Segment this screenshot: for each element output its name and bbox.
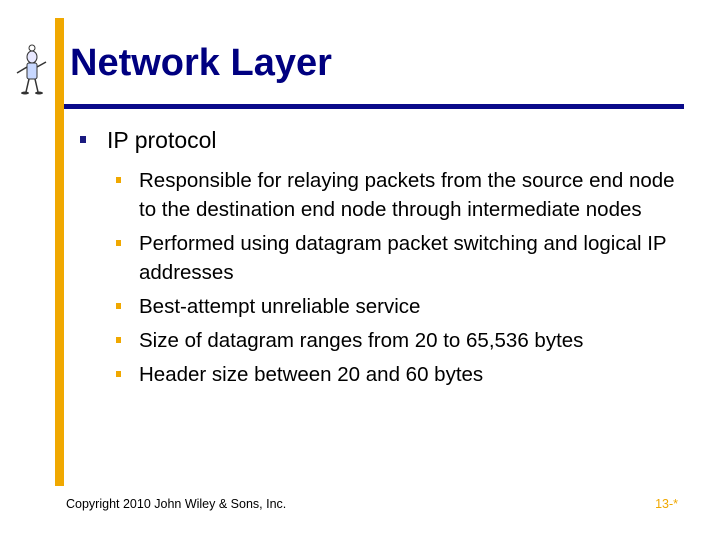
square-bullet-icon xyxy=(80,136,86,143)
mascot-logo-icon xyxy=(16,44,47,95)
square-bullet-icon xyxy=(116,337,121,343)
slide-title: Network Layer xyxy=(70,42,332,84)
sub-bullet-text: Size of datagram ranges from 20 to 65,53… xyxy=(139,329,584,352)
sub-bullet-text: Best-attempt unreliable service xyxy=(139,295,421,318)
sub-bullet-item: Responsible for relaying packets from th… xyxy=(116,166,676,224)
copyright-footer: Copyright 2010 John Wiley & Sons, Inc. xyxy=(66,497,287,511)
square-bullet-icon xyxy=(116,177,121,183)
square-bullet-icon xyxy=(116,303,121,309)
sub-bullet-item: Performed using datagram packet switchin… xyxy=(116,229,676,287)
sub-bullet-item: Size of datagram ranges from 20 to 65,53… xyxy=(116,326,676,355)
page-number: 13-* xyxy=(655,497,678,511)
sub-bullet-list: Responsible for relaying packets from th… xyxy=(116,166,676,394)
sub-bullet-text: Responsible for relaying packets from th… xyxy=(139,169,675,221)
square-bullet-icon xyxy=(116,371,121,377)
level1-bullet-text: IP protocol xyxy=(107,127,217,153)
square-bullet-icon xyxy=(116,240,121,246)
sub-bullet-item: Best-attempt unreliable service xyxy=(116,292,676,321)
sub-bullet-text: Performed using datagram packet switchin… xyxy=(139,232,667,284)
accent-vertical-bar xyxy=(55,18,64,486)
title-underline xyxy=(64,104,684,109)
sub-bullet-text: Header size between 20 and 60 bytes xyxy=(139,363,484,386)
sub-bullet-item: Header size between 20 and 60 bytes xyxy=(116,360,676,389)
